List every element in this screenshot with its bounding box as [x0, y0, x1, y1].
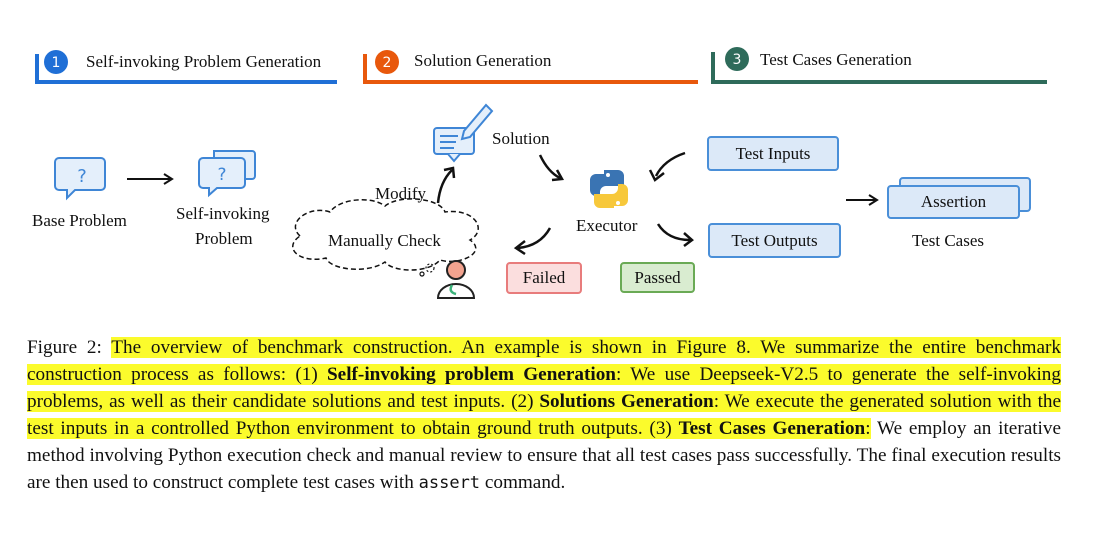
test-outputs-box: Test Outputs	[708, 223, 841, 258]
caption-text-1: The overview of benchmark construction. …	[27, 337, 1061, 385]
arrow-executor-to-failed	[517, 227, 552, 250]
stage-3-label: Test Cases Generation	[760, 50, 912, 69]
caption-text-4: :	[865, 418, 871, 439]
document-pencil-icon	[433, 103, 494, 163]
svg-text:2: 2	[383, 55, 392, 71]
person-icon	[436, 260, 476, 299]
stage-3-bracket	[711, 52, 1047, 84]
caption-bold-2: Solutions Generation	[539, 391, 714, 412]
stage-1-bracket	[35, 54, 337, 84]
passed-box: Passed	[620, 262, 695, 293]
svg-text:?: ?	[77, 166, 87, 187]
svg-text:1: 1	[52, 55, 61, 71]
figure-graphics: 1 2 3 ? ?	[35, 47, 1047, 299]
modify-label: Modify	[375, 184, 426, 203]
self-invoking-label-line2: Problem	[195, 229, 253, 248]
executor-label: Executor	[576, 216, 638, 235]
stage-3-badge	[725, 47, 749, 71]
python-icon	[590, 170, 628, 208]
caption-text-3: : We execute the generated solution with…	[27, 391, 1062, 439]
question-bubble-icon: ?	[54, 157, 106, 201]
svg-text:3: 3	[733, 52, 742, 68]
thought-cloud	[292, 198, 479, 277]
double-question-bubble-icon: ?	[198, 150, 256, 198]
manually-check-label: Manually Check	[328, 231, 441, 250]
benchmark-construction-figure: 1 2 3 ? ?	[32, 47, 1047, 299]
caption-text-2: : We use Deepseek-V2.5 to generate the s…	[27, 364, 1061, 412]
figure-caption: Figure 2: The overview of benchmark cons…	[27, 334, 1062, 497]
caption-bold-3: Test Cases Generation	[678, 418, 866, 439]
caption-figure-label: Figure 2:	[27, 337, 102, 358]
arrow-executor-to-outputs	[656, 223, 691, 242]
stage-2-bracket	[363, 54, 698, 84]
test-cases-label: Test Cases	[912, 231, 984, 250]
arrow-solution-to-executor	[538, 154, 561, 180]
caption-code-assert: assert	[418, 473, 481, 493]
stage-1-badge	[44, 50, 68, 74]
solution-label: Solution	[492, 129, 550, 148]
caption-text-6: command.	[480, 472, 566, 493]
caption-text-5: We employ an iterative method involving …	[27, 418, 1061, 493]
self-invoking-label-line1: Self-invoking	[176, 204, 270, 223]
stage-2-badge	[375, 50, 399, 74]
test-inputs-box: Test Inputs	[707, 136, 839, 171]
caption-bold-1: Self-invoking problem Generation	[327, 364, 616, 385]
stage-1-label: Self-invoking Problem Generation	[86, 52, 322, 71]
arrow-inputs-to-executor	[654, 151, 686, 177]
stage-2-label: Solution Generation	[414, 51, 552, 70]
failed-box: Failed	[506, 262, 582, 294]
base-problem-label: Base Problem	[32, 211, 127, 230]
svg-text:?: ?	[217, 165, 226, 185]
arrow-modify-to-solution	[436, 169, 453, 204]
assertion-box: Assertion	[887, 185, 1020, 219]
